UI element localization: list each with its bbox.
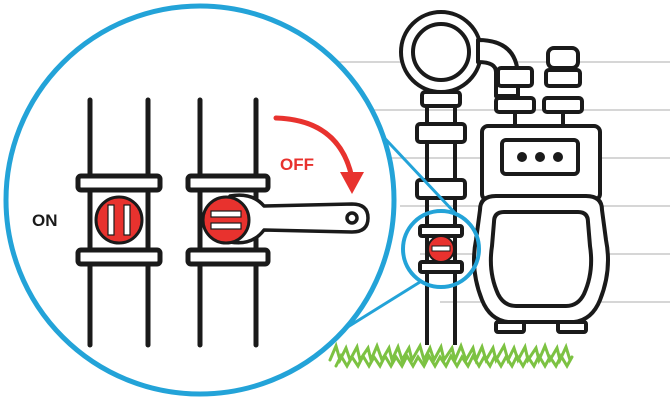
gas-meter-icon	[399, 10, 610, 345]
off-label: OFF	[280, 155, 314, 174]
valve-on-assembly	[75, 97, 163, 348]
on-label: ON	[32, 211, 58, 230]
grass	[328, 341, 574, 369]
valve-off-icon	[201, 195, 251, 245]
curved-arrow-icon	[273, 115, 364, 194]
valve-off-assembly	[185, 97, 271, 348]
wrench-icon	[228, 193, 370, 245]
valve-on-icon	[94, 195, 144, 245]
meter-index-dots	[517, 152, 563, 162]
meter-valve-icon	[427, 235, 455, 263]
callout-target-ring	[401, 209, 481, 289]
